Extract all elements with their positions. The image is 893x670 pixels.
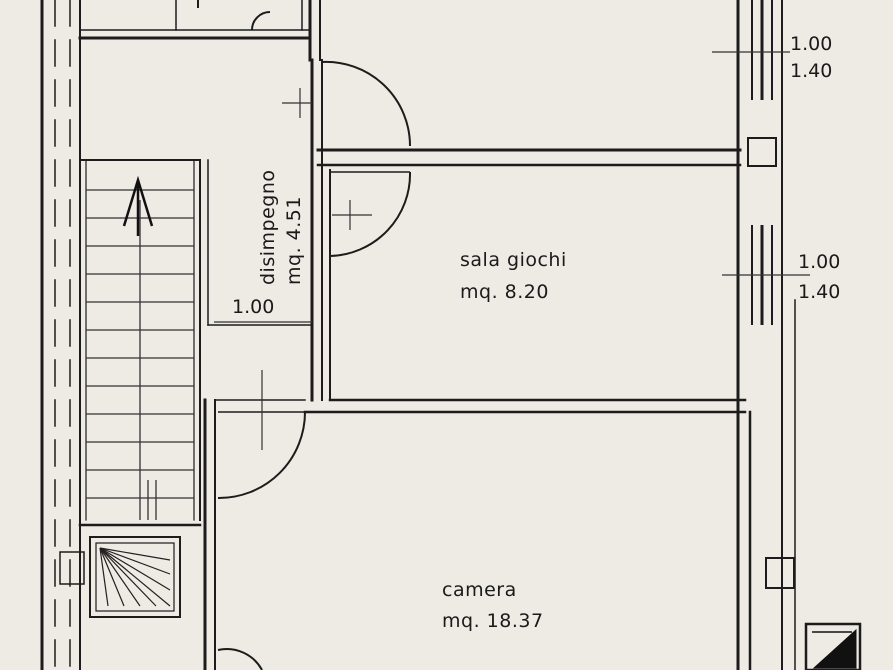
sala-giochi-name: sala giochi [460,249,567,271]
shaft-hatch [99,547,171,607]
disimpegno-name: disimpegno [257,169,279,285]
chimney-hatch [812,628,857,669]
window-sala-height-label: 1.40 [798,281,840,303]
stair-arrow-icon [122,175,154,236]
label-disimpegno: disimpegno mq. 4.51 [257,169,305,285]
disimpegno-area: mq. 4.51 [283,196,305,285]
camera-name: camera [442,579,517,601]
door-width-label: 1.00 [232,296,274,318]
dimension-marks [214,51,810,450]
sala-giochi-area: mq. 8.20 [460,281,549,303]
window-sala-width-label: 1.00 [798,251,840,273]
window-upper-width-label: 1.00 [790,33,832,55]
walls [40,0,862,670]
camera-area: mq. 18.37 [442,610,544,632]
window-upper-height-label: 1.40 [790,60,832,82]
